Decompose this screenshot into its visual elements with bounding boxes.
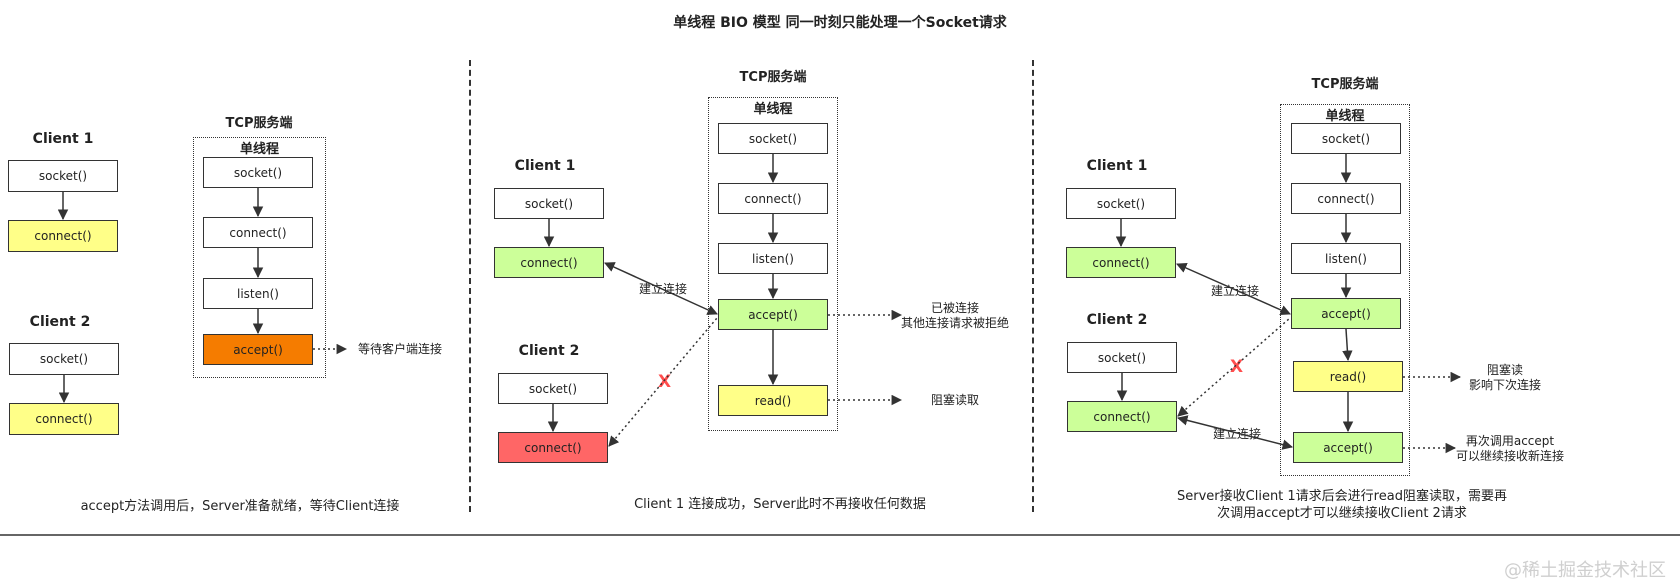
p2-server-listen-box: listen() bbox=[718, 243, 828, 274]
p3-client2-label: Client 2 bbox=[1086, 312, 1148, 328]
p2-thread-label: 单线程 bbox=[753, 102, 793, 117]
p2-server-title: TCP服务端 bbox=[739, 70, 807, 85]
p2-client1-connect-box: connect() bbox=[494, 247, 604, 278]
p3-client2-socket-box: socket() bbox=[1067, 342, 1177, 373]
p3-accept2-note-2: 可以继续接收新连接 bbox=[1455, 449, 1564, 463]
p1-client1-label: Client 1 bbox=[32, 131, 94, 147]
p1-server-socket-box: socket() bbox=[203, 157, 313, 188]
p1-server-connect-box: connect() bbox=[203, 217, 313, 248]
p1-client1-connect-box: connect() bbox=[8, 220, 118, 252]
p1-thread-label: 单线程 bbox=[239, 142, 279, 157]
p1-thread-frame bbox=[193, 137, 326, 378]
diagram-title: 单线程 BIO 模型 同一时刻只能处理一个Socket请求 bbox=[673, 15, 1007, 31]
p2-server-accept-box: accept() bbox=[718, 299, 828, 330]
p1-client1-socket-box: socket() bbox=[8, 160, 118, 192]
divider-right bbox=[1032, 60, 1034, 512]
p1-caption: accept方法调用后，Server准备就绪，等待Client连接 bbox=[80, 499, 400, 514]
p3-server-connect-box: connect() bbox=[1291, 183, 1401, 214]
p1-server-accept-box: accept() bbox=[203, 334, 313, 365]
p3-server-listen-box: listen() bbox=[1291, 243, 1401, 274]
p2-client2-socket-box: socket() bbox=[498, 373, 608, 404]
p1-server-listen-box: listen() bbox=[203, 278, 313, 309]
divider-left bbox=[469, 60, 471, 512]
p1-client2-socket-box: socket() bbox=[9, 343, 119, 375]
p3-reject-arrow bbox=[1177, 317, 1291, 417]
p2-server-socket-box: socket() bbox=[718, 123, 828, 154]
p3-reject-x: X bbox=[1230, 357, 1244, 377]
p3-client1-socket-box: socket() bbox=[1066, 188, 1176, 219]
p2-client2-label: Client 2 bbox=[518, 343, 580, 359]
p3-link-arrow-2 bbox=[1176, 415, 1294, 450]
p2-reject-arrow bbox=[608, 317, 718, 447]
p1-accept-note: 等待客户端连接 bbox=[357, 342, 442, 356]
p2-client1-label: Client 1 bbox=[514, 158, 576, 174]
p3-server-accept-box: accept() bbox=[1291, 298, 1401, 329]
p3-read-note-2: 影响下次连接 bbox=[1468, 378, 1541, 392]
p2-client2-connect-box: connect() bbox=[498, 432, 608, 463]
p3-caption-2: 次调用accept才可以继续接收Client 2请求 bbox=[1217, 506, 1467, 521]
p3-server-read-box: read() bbox=[1293, 361, 1403, 392]
p3-server-title: TCP服务端 bbox=[1311, 77, 1379, 92]
p3-client1-label: Client 1 bbox=[1086, 158, 1148, 174]
p1-client2-label: Client 2 bbox=[29, 314, 91, 330]
watermark-text: @稀土掘金技术社区 bbox=[1504, 560, 1666, 581]
p2-link-arrow bbox=[604, 262, 718, 315]
p3-client1-connect-box: connect() bbox=[1066, 247, 1176, 278]
p3-client2-connect-box: connect() bbox=[1067, 401, 1177, 432]
p2-client1-socket-box: socket() bbox=[494, 188, 604, 219]
p2-accept-note-1: 已被连接 bbox=[930, 301, 979, 315]
p2-caption: Client 1 连接成功，Server此时不再接收任何数据 bbox=[634, 497, 926, 512]
p3-server-accept2-box: accept() bbox=[1293, 432, 1403, 463]
p2-accept-note-2: 其他连接请求被拒绝 bbox=[900, 316, 1009, 330]
p3-link-arrow-1 bbox=[1176, 263, 1291, 315]
p2-read-note: 阻塞读取 bbox=[930, 393, 979, 407]
p3-read-note-1: 阻塞读 bbox=[1486, 363, 1523, 377]
p1-server-title: TCP服务端 bbox=[225, 116, 293, 131]
p3-accept2-note-1: 再次调用accept bbox=[1465, 434, 1555, 448]
p1-client2-connect-box: connect() bbox=[9, 403, 119, 435]
p3-thread-label: 单线程 bbox=[1325, 109, 1365, 124]
p2-server-connect-box: connect() bbox=[718, 183, 828, 214]
p2-server-read-box: read() bbox=[718, 385, 828, 416]
p3-s-flow-arrow-4 bbox=[1342, 328, 1353, 362]
p3-caption-1: Server接收Client 1请求后会进行read阻塞读取，需要再 bbox=[1177, 489, 1507, 504]
p3-server-socket-box: socket() bbox=[1291, 123, 1401, 154]
